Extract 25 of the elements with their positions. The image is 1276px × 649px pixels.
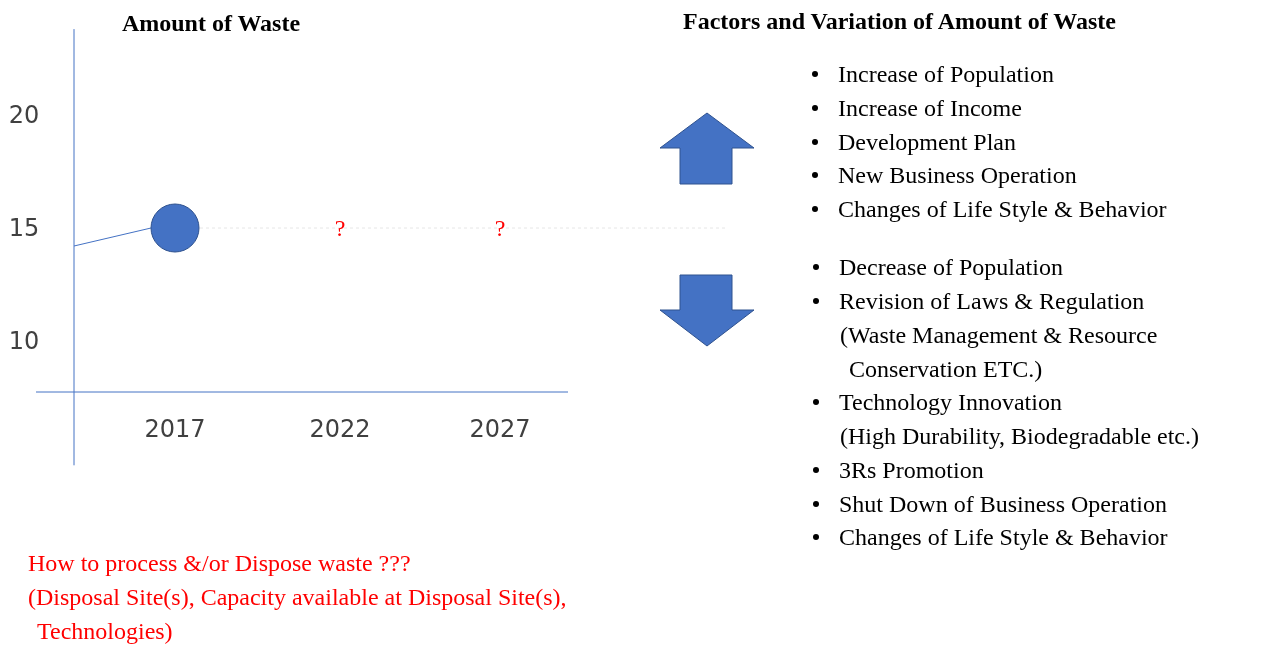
x-tick-label: 2022 (309, 415, 371, 443)
bullet-item: Increase of Population (838, 60, 1055, 89)
bullet-item: Decrease of Population (839, 253, 1064, 282)
annotation-mark: ? (494, 215, 506, 241)
bullet-item: Changes of Life Style & Behavior (839, 523, 1169, 552)
bullet-item: New Business Operation (838, 161, 1078, 190)
note-text: How to process &/or Dispose waste ??? (28, 549, 412, 578)
bullet-item: Technology Innovation (839, 388, 1063, 417)
bullet-subtext: (High Durability, Biodegradable etc.) (840, 422, 1200, 451)
chart-title: Amount of Waste (121, 10, 301, 36)
y-tick-label: 15 (8, 214, 40, 242)
y-tick-label: 10 (8, 327, 40, 355)
bullet-item: Shut Down of Business Operation (839, 490, 1168, 519)
heading: Factors and Variation of Amount of Waste (683, 8, 1116, 35)
bullet-item: Changes of Life Style & Behavior (838, 195, 1168, 224)
bullet-item: 3Rs Promotion (839, 456, 985, 485)
annotation-mark: ? (334, 215, 346, 241)
x-tick-label: 2017 (144, 415, 206, 443)
x-tick-label: 2027 (469, 415, 531, 443)
bullet-item: Development Plan (838, 128, 1017, 157)
y-tick-label: 20 (8, 101, 40, 129)
bullet-item: Increase of Income (838, 94, 1023, 123)
note-text: (Disposal Site(s), Capacity available at Disposal Site(s), Technologies) (28, 583, 568, 646)
bullet-item: Revision of Laws & Regulation (839, 287, 1146, 316)
bullet-subtext: (Waste Management & Resource Conservation ETC.) (840, 321, 1159, 384)
